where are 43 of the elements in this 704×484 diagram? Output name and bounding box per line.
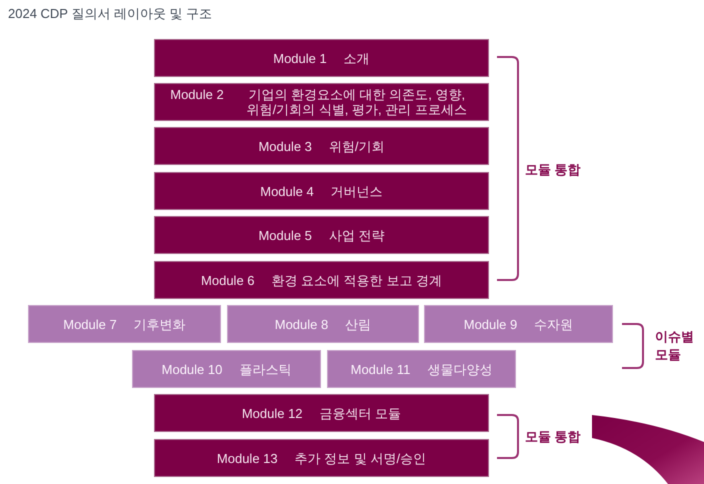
module-title: 금융섹터 모듈	[320, 406, 402, 420]
module-title: 플라스틱	[239, 362, 292, 376]
module-number: Module 9	[464, 316, 518, 332]
group-label: 모듈 통합	[525, 161, 582, 179]
module-number: Module 11	[350, 362, 410, 376]
module-number: Module 13	[216, 450, 278, 466]
module-title: 위험/기회	[328, 138, 385, 154]
module-box	[154, 261, 489, 299]
module-box	[424, 305, 613, 343]
module-box	[154, 394, 489, 432]
module-box	[154, 83, 489, 121]
module-box	[154, 439, 489, 477]
module-number: Module 5	[258, 228, 312, 242]
module-box	[28, 305, 221, 343]
module-title: 추가 정보 및 서명/승인	[294, 450, 426, 466]
module-number: Module 6	[201, 272, 255, 288]
module-title: 기후변화	[134, 316, 186, 332]
module-title: 소개	[344, 50, 370, 66]
module-box	[227, 305, 419, 343]
module-title: 기업의 환경요소에 대한 의존도, 영향, 위험/기회의 식별, 평가, 관리 프로세스	[246, 87, 468, 117]
module-number: Module 2	[170, 87, 224, 102]
group-label: 모듈 통합	[525, 428, 582, 446]
module-number: Module 4	[260, 184, 314, 198]
module-box	[327, 350, 516, 388]
module-title: 산림	[345, 316, 372, 332]
module-title: 환경 요소에 적용한 보고 경계	[272, 272, 442, 288]
module-box	[154, 127, 489, 165]
module-title: 수자원	[534, 316, 574, 332]
module-title: 사업 전략	[328, 228, 385, 242]
module-box	[154, 216, 489, 254]
module-box	[132, 350, 321, 388]
module-title: 거버넌스	[330, 184, 383, 198]
module-number: Module 7	[63, 316, 117, 332]
module-number: Module 10	[162, 362, 222, 376]
module-number: Module 1	[273, 50, 327, 66]
module-box	[154, 172, 489, 210]
module-box	[154, 39, 489, 77]
module-title: 생물다양성	[427, 362, 492, 376]
group-label: 이슈별 모듈	[655, 328, 695, 364]
module-number: Module 8	[274, 316, 328, 332]
module-number: Module 3	[258, 138, 312, 154]
module-number: Module 12	[242, 406, 303, 420]
diagram-title: 2024 CDP 질의서 레이아웃 및 구조	[8, 5, 212, 22]
